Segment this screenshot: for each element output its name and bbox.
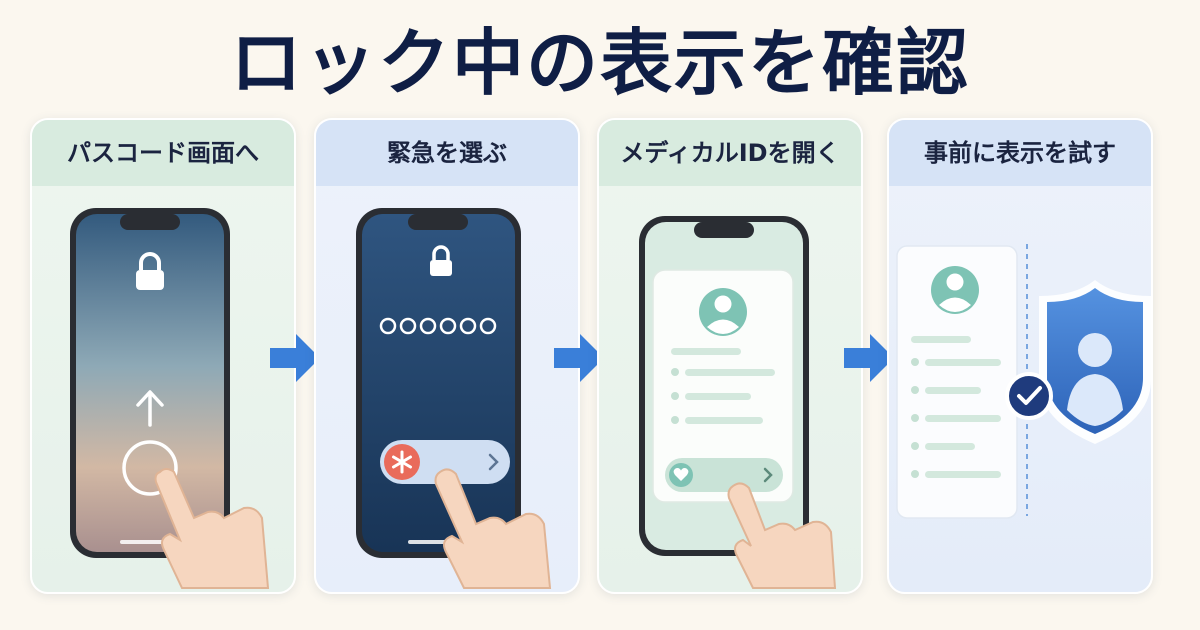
passcode-dots [379, 317, 497, 335]
step-panel-3: メディカルIDを開く [597, 118, 863, 594]
avatar-icon [699, 288, 747, 336]
check-icon [1005, 372, 1053, 420]
asterisk-icon [392, 450, 412, 474]
arrow-icon [270, 334, 320, 382]
avatar-icon [931, 266, 979, 314]
step-2-label: 緊急を選ぶ [316, 120, 578, 186]
step-4-illustration [896, 244, 1151, 519]
chevron-right-icon [763, 467, 773, 483]
preview-card [896, 245, 1018, 519]
arrow-icon [844, 334, 894, 382]
medical-id-button[interactable] [665, 458, 783, 492]
lock-icon [136, 252, 164, 290]
shield-user-icon [1039, 280, 1151, 444]
chevron-right-icon [488, 453, 499, 471]
hand-pointer-icon [154, 468, 270, 589]
step-panel-2: 緊急を選ぶ [314, 118, 580, 594]
step-3-label: メディカルIDを開く [599, 120, 861, 186]
page-title: ロック中の表示を確認 [229, 21, 970, 105]
step-2-illustration [356, 208, 552, 589]
step-1-illustration [70, 208, 270, 589]
step-panel-4: 事前に表示を試す [887, 118, 1153, 594]
swipe-up-arrow-icon [122, 390, 178, 496]
phone-1 [70, 208, 230, 558]
emergency-button[interactable] [380, 440, 510, 484]
medical-id-card [652, 269, 794, 503]
hand-pointer-icon [434, 468, 552, 589]
arrow-icon [554, 334, 604, 382]
lock-icon [430, 245, 452, 276]
heart-icon [673, 468, 689, 481]
step-1-label: パスコード画面へ [32, 120, 294, 186]
step-panel-1: パスコード画面へ [30, 118, 296, 594]
step-3-illustration [639, 216, 837, 589]
hand-pointer-icon [727, 482, 837, 589]
step-4-label: 事前に表示を試す [889, 120, 1151, 186]
